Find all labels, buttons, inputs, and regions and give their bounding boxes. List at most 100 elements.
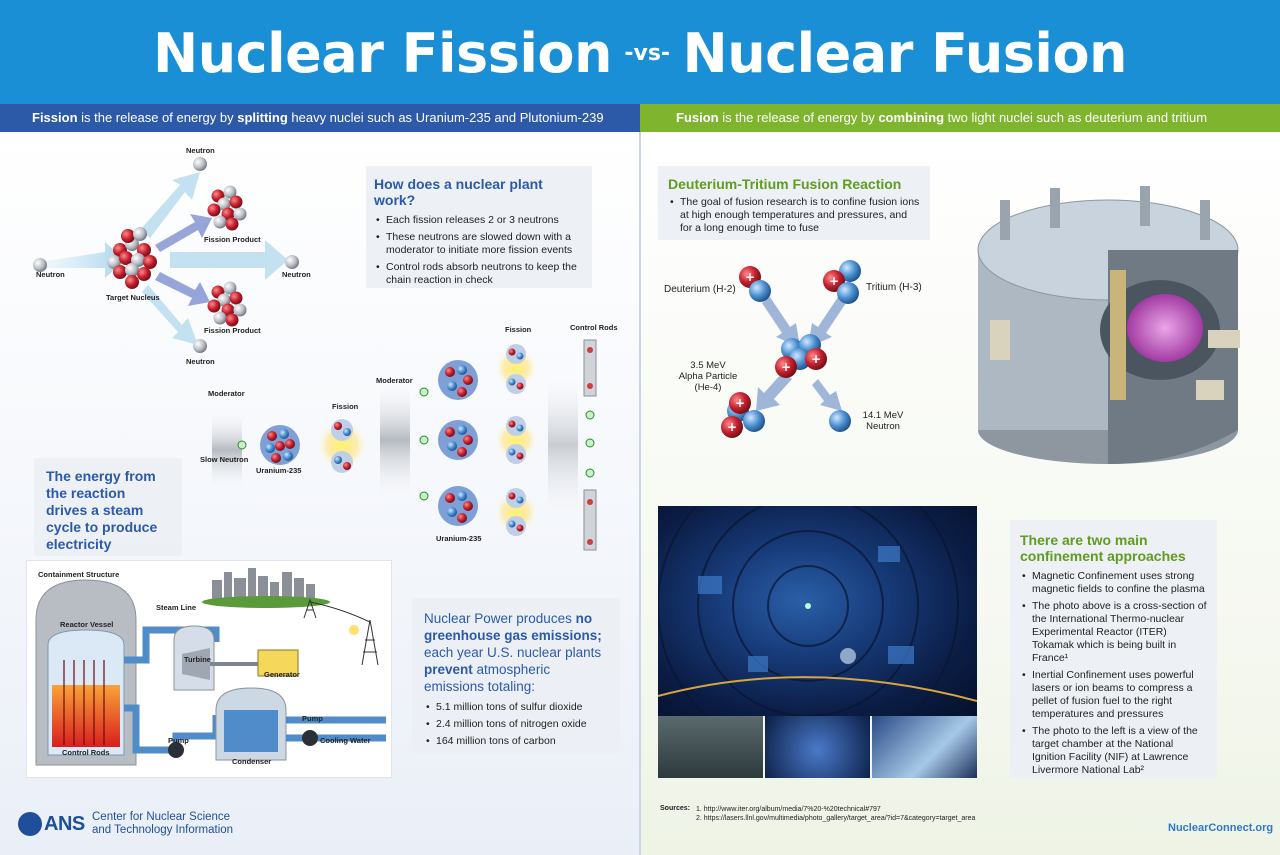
- uranium-235-1: [260, 425, 300, 465]
- label-cooling-water: Cooling Water: [320, 736, 371, 745]
- nif-photo-detail: [658, 506, 977, 716]
- title-fusion: Nuclear Fusion: [682, 22, 1128, 85]
- emissions-box: Nuclear Power produces no greenhouse gas…: [412, 598, 620, 754]
- confinement-title: There are two main confinement approache…: [1020, 532, 1186, 564]
- energy-box: The energy from the reaction drives a st…: [34, 458, 182, 556]
- fission-event-1: [316, 419, 368, 473]
- svg-text:+: +: [745, 270, 755, 284]
- ans-logo: ANS: [44, 813, 85, 835]
- label-target-nucleus: Target Nucleus: [106, 293, 160, 302]
- label-neutron-name: Neutron: [866, 421, 900, 432]
- fission-product-2: [207, 281, 247, 327]
- emissions-text-1: Nuclear Power produces: [424, 611, 576, 626]
- title-vs: -vs-: [624, 41, 671, 66]
- label-alpha-particle: 3.5 MeV Alpha Particle (He-4): [678, 360, 738, 393]
- control-rods-group: [63, 660, 105, 745]
- arrow-to-product-2: [155, 272, 210, 306]
- power-line-tower-2: [361, 619, 379, 666]
- emissions-item-1: 5.1 million tons of sulfur dioxide: [424, 701, 608, 714]
- moderator-1: [212, 410, 242, 490]
- plant-work-item-1: Each fission releases 2 or 3 neutrons: [374, 214, 584, 227]
- nif-thumbnail-3: [872, 716, 977, 778]
- label-fission-1: Fission: [332, 402, 359, 411]
- svg-text:+: +: [811, 352, 821, 366]
- label-reactor-vessel: Reactor Vessel: [60, 620, 114, 629]
- emissions-item-2: 2.4 million tons of nitrogen oxide: [424, 718, 608, 731]
- svg-text:+: +: [781, 360, 791, 374]
- label-fission-product-1: Fission Product: [204, 235, 261, 244]
- city-skyline: [212, 568, 315, 602]
- nuclearconnect-link[interactable]: NuclearConnect.org: [1168, 822, 1274, 834]
- fusion-def-text1: is the release of energy by: [718, 110, 879, 125]
- fission-definition-bar: Fission is the release of energy by spli…: [0, 104, 640, 132]
- emissions-bold-1: no greenhouse gas emissions;: [424, 611, 602, 643]
- fusion-term: Fusion: [676, 110, 719, 125]
- label-slow-neutron: Slow Neutron: [200, 455, 249, 464]
- label-containment: Containment Structure: [38, 570, 120, 579]
- sources-label: Sources:: [660, 805, 690, 812]
- label-pump-2: Pump: [302, 714, 323, 723]
- emissions-statement: Nuclear Power produces no greenhouse gas…: [424, 610, 608, 695]
- fission-process-diagram: [33, 157, 299, 353]
- energy-text: The energy from the reaction drives a st…: [46, 468, 158, 552]
- label-steam-line: Steam Line: [156, 603, 197, 612]
- target-nucleus: [107, 227, 157, 289]
- fission-def-text2: heavy nuclei such as Uranium-235 and Plu…: [287, 110, 604, 125]
- power-plant-diagram: [35, 568, 386, 766]
- slow-neutron: [237, 440, 247, 450]
- nif-thumbnail-1: [658, 716, 763, 778]
- arrow-tritium-in: [808, 297, 846, 347]
- emissions-list: 5.1 million tons of sulfur dioxide 2.4 m…: [424, 701, 608, 748]
- label-neutron-energy: 14.1 MeV: [862, 410, 904, 421]
- arrow-neutron-out: [812, 379, 842, 411]
- chain-reaction-diagram: [212, 339, 597, 551]
- incoming-neutron-arrow: [40, 242, 125, 278]
- fusion-keyword: combining: [878, 110, 945, 125]
- page-header: Nuclear Fission -vs- Nuclear Fusion: [0, 0, 1280, 104]
- source-1[interactable]: 1. http://www.iter.org/album/media/7%20-…: [696, 806, 881, 813]
- deuterium-nucleus: +: [739, 266, 771, 302]
- source-2[interactable]: 2. https://lasers.llnl.gov/multimedia/ph…: [696, 815, 976, 822]
- sources-list: 1. http://www.iter.org/album/media/7%20-…: [696, 805, 975, 823]
- label-condenser: Condenser: [232, 757, 272, 766]
- fission-def-text1: is the release of energy by: [77, 110, 238, 125]
- emissions-text-3: atmospheric emissions totaling:: [424, 662, 551, 694]
- confinement-box: There are two main confinement approache…: [1010, 520, 1217, 778]
- confinement-item-3: Inertial Confinement uses powerful laser…: [1020, 669, 1209, 721]
- label-alpha-symbol: (He-4): [694, 382, 722, 393]
- power-line-tower-1: [303, 598, 317, 619]
- pump-2: [302, 730, 318, 746]
- reactor-core: [52, 685, 120, 747]
- city-ground: [202, 596, 330, 608]
- iter-tokamak-image: [977, 186, 1240, 464]
- title-fission: Nuclear Fission: [153, 22, 612, 85]
- plasma: [1127, 294, 1203, 362]
- arrow-deuterium-in: [762, 297, 800, 347]
- label-alpha-name: Alpha Particle: [678, 371, 738, 382]
- panel-divider: [639, 132, 641, 855]
- label-alpha-energy: 3.5 MeV: [690, 360, 726, 371]
- plant-work-item-3: Control rods absorb neutrons to keep the…: [374, 261, 584, 287]
- plant-work-item-2: These neutrons are slowed down with a mo…: [374, 231, 584, 257]
- fusion-reaction-diagram: + + + + + +: [721, 260, 861, 438]
- ans-center-name: Center for Nuclear Science and Technolog…: [92, 811, 233, 837]
- label-moderator-1: Moderator: [208, 389, 245, 398]
- label-fission-2: Fission: [505, 325, 532, 334]
- dt-fusion-item-1: The goal of fusion research is to confin…: [668, 196, 920, 235]
- fusion-neutron: [829, 410, 851, 432]
- arrow-alpha-out: [756, 373, 792, 411]
- ans-line-1: Center for Nuclear Science: [92, 811, 231, 823]
- fission-product-1: [207, 185, 247, 231]
- tritium-nucleus: +: [823, 260, 861, 304]
- svg-text:+: +: [735, 396, 745, 410]
- arrow-to-product-1: [155, 214, 212, 252]
- ans-seal-icon: [18, 812, 42, 836]
- confinement-item-1: Magnetic Confinement uses strong magneti…: [1020, 570, 1209, 596]
- dt-fusion-box: Deuterium-Tritium Fusion Reaction The go…: [658, 166, 930, 240]
- dt-fusion-list: The goal of fusion research is to confin…: [668, 196, 920, 235]
- neutron-bottom: [193, 339, 207, 353]
- label-fission-product-2: Fission Product: [204, 326, 261, 335]
- ans-line-2: and Technology Information: [92, 824, 234, 836]
- label-pump-1: Pump: [168, 736, 189, 745]
- fission-keyword: splitting: [237, 110, 288, 125]
